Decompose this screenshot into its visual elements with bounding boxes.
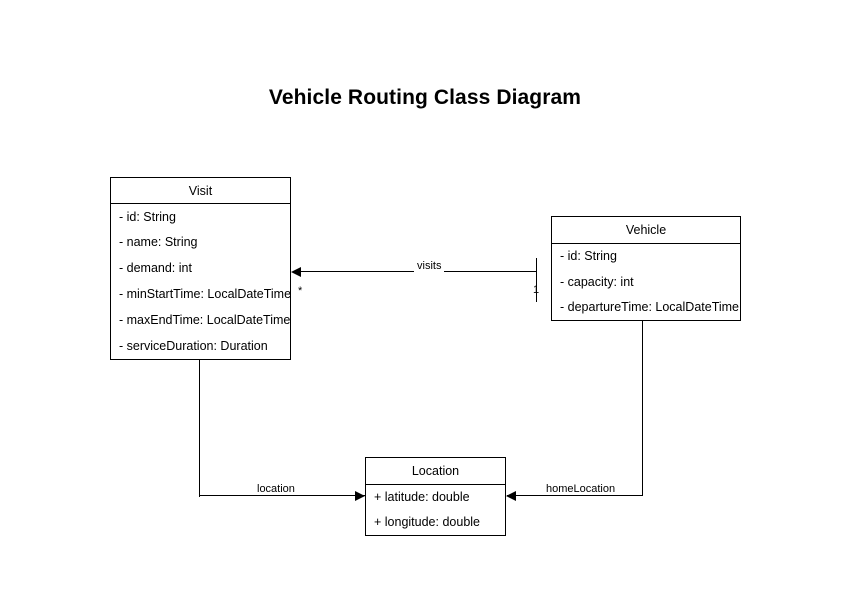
class-name-visit: Visit <box>111 178 290 204</box>
class-name-location: Location <box>366 458 505 485</box>
home-location-arrowhead-icon <box>506 491 516 501</box>
attribute-row: - id: String <box>560 249 617 264</box>
visits-target-multiplicity: * <box>298 285 303 297</box>
visits-arrowhead-icon <box>291 267 301 277</box>
visits-edge-label: visits <box>414 260 445 272</box>
home-location-edge-label: homeLocation <box>543 483 619 495</box>
location-arrowhead-icon <box>355 491 365 501</box>
class-attributes-visit: - id: String - name: String - demand: in… <box>111 204 292 359</box>
visits-source-multiplicity: 1 <box>533 284 540 296</box>
class-attributes-vehicle: - id: String - capacity: int - departure… <box>552 244 740 320</box>
page-title: Vehicle Routing Class Diagram <box>268 86 582 109</box>
attribute-row: + longitude: double <box>374 515 480 530</box>
attribute-row: - serviceDuration: Duration <box>119 338 268 353</box>
attribute-row: - name: String <box>119 235 198 250</box>
location-edge-horizontal <box>199 495 366 497</box>
class-name-vehicle: Vehicle <box>552 217 740 244</box>
class-box-visit[interactable]: Visit - id: String - name: String - dema… <box>110 177 291 360</box>
attribute-row: - departureTime: LocalDateTime <box>560 300 740 315</box>
class-box-location[interactable]: Location + latitude: double + longitude:… <box>365 457 506 536</box>
class-box-vehicle[interactable]: Vehicle - id: String - capacity: int - d… <box>551 216 741 321</box>
home-location-edge-horizontal <box>507 495 643 497</box>
attribute-row: - minStartTime: LocalDateTime <box>119 287 292 302</box>
visits-edge-vertical-stub <box>536 258 538 302</box>
class-attributes-location: + latitude: double + longitude: double <box>366 485 505 535</box>
location-edge-vertical <box>199 360 201 497</box>
attribute-row: - maxEndTime: LocalDateTime <box>119 312 291 327</box>
attribute-row: - id: String <box>119 209 176 224</box>
home-location-edge-vertical <box>642 321 644 496</box>
location-edge-label: location <box>254 483 298 495</box>
attribute-row: - capacity: int <box>560 274 634 289</box>
attribute-row: - demand: int <box>119 261 192 276</box>
attribute-row: + latitude: double <box>374 490 470 505</box>
